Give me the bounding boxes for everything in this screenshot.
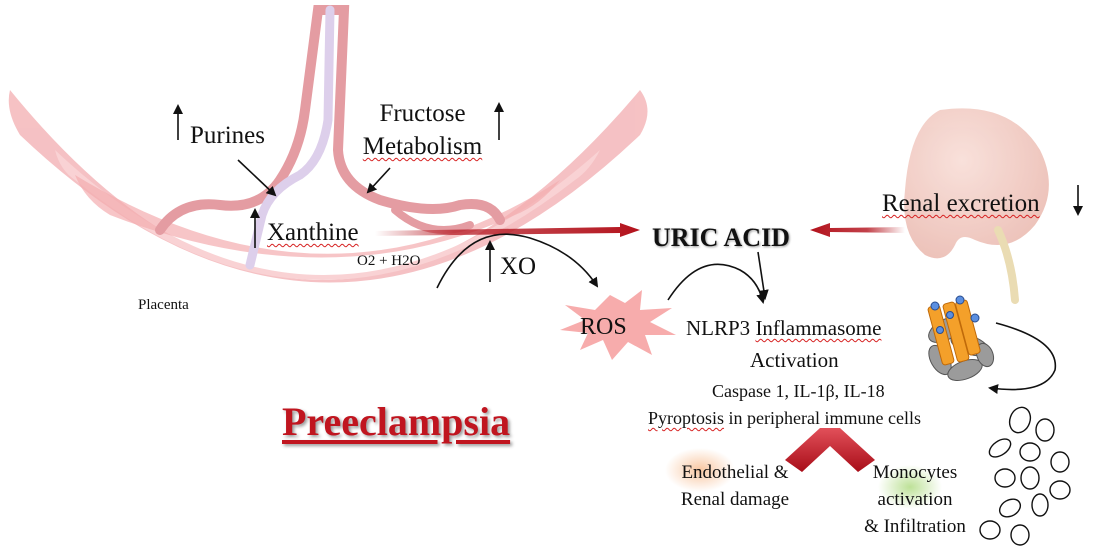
placenta-label: Placenta	[138, 297, 189, 313]
xanthine-label: Xanthine	[267, 219, 359, 246]
activation-label: Activation	[750, 348, 839, 372]
orange-glow	[665, 448, 735, 492]
monocytes-line3: & Infiltration	[864, 516, 966, 537]
monocytes-line2: activation	[877, 489, 953, 510]
endothelial-line2: Renal damage	[680, 489, 790, 510]
kidney-illustration	[904, 108, 1049, 304]
fructose-line2: Metabolism	[362, 133, 483, 160]
arrow-ros-to-nlrp3	[667, 263, 767, 304]
ros-label: ROS	[580, 314, 627, 340]
arrow-fructose-to-xanthine	[366, 167, 391, 194]
arrow-renal-to-uric-acid	[810, 223, 905, 237]
endothelial-line1: Endothelial &	[681, 462, 789, 483]
nlrp3-label: NLRP3 Inflammasome	[686, 318, 881, 339]
arrow-uric-to-nlrp3	[757, 251, 769, 300]
xo-label: XO	[500, 253, 537, 280]
immune-cells	[979, 406, 1071, 546]
inflammasome-illustration	[927, 295, 995, 381]
split-chevron-arrow	[785, 428, 875, 472]
arrow-inflammasome-loop	[988, 322, 1057, 394]
inflammasome-word: Inflammasome	[755, 316, 882, 340]
fructose-line1: Fructose	[379, 100, 466, 127]
preeclampsia-title: Preeclampsia	[282, 399, 511, 444]
o2-h2o-label: O2 + H2O	[357, 253, 421, 269]
monocytes-line1: Monocytes	[872, 462, 958, 483]
ros-burst	[560, 290, 676, 360]
monocytes-label: Monocytes activation & Infiltration	[845, 463, 985, 536]
pyroptosis-rest: in peripheral immune cells	[724, 408, 921, 428]
green-glow	[878, 465, 942, 509]
nlrp3-prefix: NLRP3	[686, 316, 756, 340]
caspase-label: Caspase 1, IL-1β, IL-18	[712, 381, 885, 401]
renal-excretion-text: Renal excretion	[882, 190, 1040, 217]
pyroptosis-label: Pyroptosis in peripheral immune cells	[648, 409, 921, 427]
fructose-label: Fructose Metabolism	[350, 101, 495, 159]
pyroptosis-word: Pyroptosis	[648, 408, 725, 428]
purines-label: Purines	[190, 122, 265, 149]
endothelial-label: Endothelial & Renal damage	[655, 463, 815, 509]
arrow-xanthine-to-uric-acid	[375, 223, 640, 237]
arrow-purines-to-xanthine	[237, 159, 277, 197]
arrow-xo-to-ros	[436, 233, 599, 289]
renal-excretion-label: Renal excretion	[882, 191, 1040, 216]
uric-acid-label: URIC ACID	[652, 223, 790, 252]
